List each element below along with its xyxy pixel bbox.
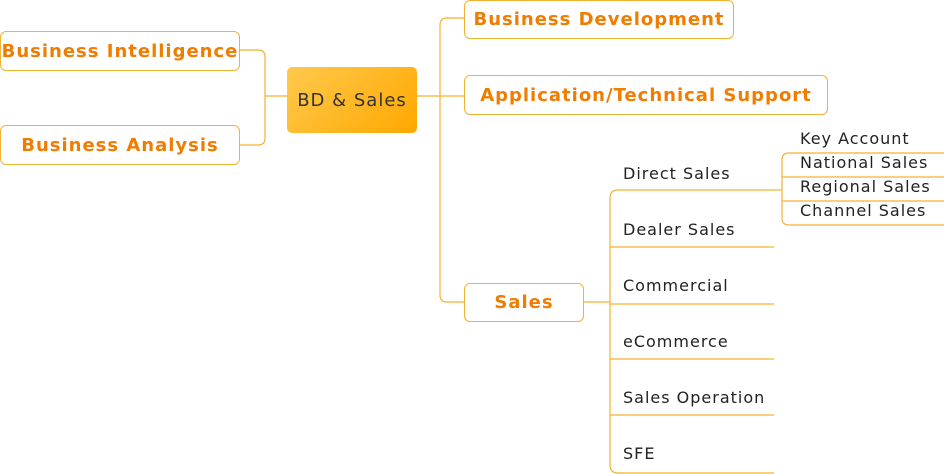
center-node[interactable]: BD & Sales: [287, 67, 417, 133]
node-label: Business Intelligence: [1, 40, 239, 62]
leaf-direct-sales[interactable]: Direct Sales: [623, 164, 731, 183]
leaf-national-sales[interactable]: National Sales: [800, 153, 929, 172]
node-business-analysis[interactable]: Business Analysis: [0, 125, 240, 165]
node-business-development[interactable]: Business Development: [464, 0, 734, 39]
leaf-sfe[interactable]: SFE: [623, 444, 656, 463]
leaf-ecommerce[interactable]: eCommerce: [623, 332, 729, 351]
node-label: Application/Technical Support: [480, 84, 812, 106]
leaf-commercial[interactable]: Commercial: [623, 276, 729, 295]
node-label: Business Development: [473, 9, 725, 30]
leaf-key-account[interactable]: Key Account: [800, 129, 910, 148]
center-node-label: BD & Sales: [297, 89, 407, 111]
node-label: Sales: [494, 292, 554, 313]
leaf-sales-operation[interactable]: Sales Operation: [623, 388, 766, 407]
leaf-regional-sales[interactable]: Regional Sales: [800, 177, 931, 196]
node-label: Business Analysis: [21, 134, 219, 156]
node-application-technical-support[interactable]: Application/Technical Support: [464, 75, 828, 115]
node-sales[interactable]: Sales: [464, 283, 584, 322]
node-business-intelligence[interactable]: Business Intelligence: [0, 31, 240, 71]
leaf-dealer-sales[interactable]: Dealer Sales: [623, 220, 736, 239]
leaf-channel-sales[interactable]: Channel Sales: [800, 201, 927, 220]
